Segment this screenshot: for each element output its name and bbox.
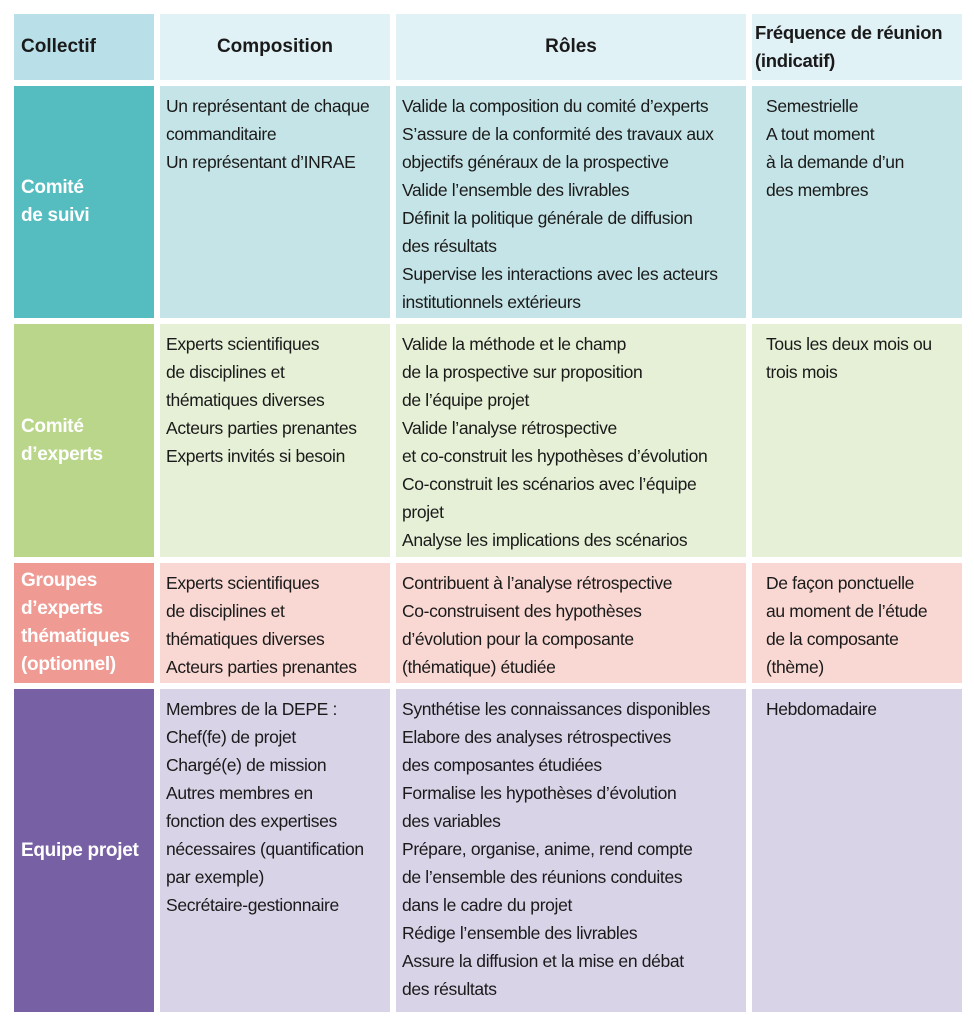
composition-line: Chef(fe) de projet [166, 727, 296, 747]
roles-line: Prépare, organise, anime, rend compte [402, 839, 693, 859]
composition-line: thématiques diverses [166, 629, 325, 649]
equipe-projet-label: Equipe projet [14, 689, 154, 1012]
roles-line: Contribuent à l’analyse rétrospective [402, 573, 673, 593]
frequency-line: De façon ponctuelle [766, 573, 915, 593]
header-frequence: Fréquence de réunion (indicatif) [752, 14, 962, 80]
roles-line: projet [402, 502, 444, 522]
roles-line: des résultats [402, 979, 497, 999]
header-composition: Composition [160, 14, 390, 80]
composition-line: Membres de la DEPE : [166, 699, 337, 719]
roles-line: des composantes étudiées [402, 755, 602, 775]
composition-line: Un représentant d’INRAE [166, 152, 356, 172]
roles-line: et co-construit les hypothèses d’évoluti… [402, 446, 708, 466]
header-label: Composition [216, 36, 334, 57]
composition-line: Secrétaire-gestionnaire [166, 895, 339, 915]
roles-line: S’assure de la conformité des travaux au… [402, 124, 714, 144]
frequency-line: Tous les deux mois ou [766, 334, 932, 354]
roles-line: Rédige l’ensemble des livrables [402, 923, 638, 943]
roles-line: des résultats [402, 236, 497, 256]
label-line: Comité [21, 177, 84, 198]
roles-line: des variables [402, 811, 501, 831]
composition-line: de disciplines et [166, 601, 285, 621]
roles-line: Analyse les implications des scénarios [402, 530, 688, 550]
roles-line: Définit la politique générale de diffusi… [402, 208, 693, 228]
composition-line: Un représentant de chaque [166, 96, 370, 116]
roles-line: de la prospective sur proposition [402, 362, 643, 382]
roles-line: Valide la méthode et le champ [402, 334, 626, 354]
groupes-d-experts-thematiques-composition: Experts scientifiques de disciplines et th… [160, 563, 390, 683]
composition-line: Chargé(e) de mission [166, 755, 327, 775]
label-line: de suivi [21, 205, 90, 226]
roles-line: (thématique) étudiée [402, 657, 556, 677]
composition-line: fonction des expertises [166, 811, 337, 831]
comite-d-experts-frequency: Tous les deux mois ou trois mois [752, 324, 962, 557]
label-line: (optionnel) [21, 654, 116, 675]
groupes-d-experts-thematiques-label: Groupes d’experts thématiques (optionnel) [14, 563, 154, 683]
composition-line: par exemple) [166, 867, 264, 887]
label-line: Groupes [21, 570, 98, 591]
frequency-line: des membres [766, 180, 869, 200]
composition-line: Acteurs parties prenantes [166, 657, 357, 677]
roles-line: Valide l’ensemble des livrables [402, 180, 630, 200]
header-label: Rôles [545, 36, 597, 57]
label-line: Comité [21, 415, 84, 437]
composition-line: thématiques diverses [166, 390, 325, 410]
roles-line: Elabore des analyses rétrospectives [402, 727, 671, 747]
groupes-d-experts-thematiques-frequency: De façon ponctuelle au moment de l’étude d… [752, 563, 962, 683]
roles-line: dans le cadre du projet [402, 895, 572, 915]
composition-line: Experts scientifiques [166, 334, 320, 354]
roles-line: de l’équipe projet [402, 390, 529, 410]
comite-d-experts-roles: Valide la méthode et le champ de la prosp… [396, 324, 746, 557]
header-label: (indicatif) [755, 50, 835, 71]
roles-line: Co-construisent des hypothèses [402, 601, 642, 621]
comite-de-suivi-frequency: Semestrielle A tout moment à la demande d’… [752, 86, 962, 318]
header-collectif: Collectif [14, 14, 154, 80]
roles-line: Assure la diffusion et la mise en débat [402, 951, 684, 971]
comite-de-suivi-roles: Valide la composition du comité d’expert… [396, 86, 746, 318]
roles-line: institutionnels extérieurs [402, 292, 581, 312]
equipe-projet-frequency: Hebdomadaire [752, 689, 962, 1012]
label-line: Equipe projet [21, 839, 139, 861]
roles-line: Supervise les interactions avec les acte… [402, 264, 718, 284]
header-roles: Rôles [396, 14, 746, 80]
frequency-line: Hebdomadaire [766, 699, 877, 719]
frequency-line: de la composante [766, 629, 899, 649]
frequency-line: A tout moment [766, 124, 875, 144]
roles-line: Co-construit les scénarios avec l’équipe [402, 474, 697, 494]
frequency-line: Semestrielle [766, 96, 859, 116]
frequency-line: au moment de l’étude [766, 601, 928, 621]
frequency-line: à la demande d’un [766, 152, 905, 172]
composition-line: de disciplines et [166, 362, 285, 382]
composition-line: commanditaire [166, 124, 277, 144]
label-line: thématiques [21, 626, 130, 647]
header-label: Collectif [21, 36, 96, 57]
roles-line: d’évolution pour la composante [402, 629, 634, 649]
roles-line: objectifs généraux de la prospective [402, 152, 669, 172]
composition-line: Experts scientifiques [166, 573, 320, 593]
composition-line: Acteurs parties prenantes [166, 418, 357, 438]
label-line: d’experts [21, 443, 103, 465]
label-line: d’experts [21, 598, 103, 619]
composition-line: nécessaires (quantification [166, 839, 364, 859]
roles-line: Valide la composition du comité d’expert… [402, 96, 709, 116]
roles-line: Synthétise les connaissances disponibles [402, 699, 710, 719]
roles-line: de l’ensemble des réunions conduites [402, 867, 683, 887]
header-label: Fréquence de réunion [755, 22, 943, 43]
comite-d-experts-label: Comité d’experts [14, 324, 154, 557]
composition-line: Experts invités si besoin [166, 446, 345, 466]
comite-de-suivi-label: Comité de suivi [14, 86, 154, 318]
roles-line: Formalise les hypothèses d’évolution [402, 783, 677, 803]
frequency-line: trois mois [766, 362, 838, 382]
equipe-projet-roles: Synthétise les connaissances disponibles… [396, 689, 746, 1012]
comite-d-experts-composition: Experts scientifiques de disciplines et th… [160, 324, 390, 557]
frequency-line: (thème) [766, 657, 824, 677]
composition-line: Autres membres en [166, 783, 313, 803]
roles-line: Valide l’analyse rétrospective [402, 418, 617, 438]
